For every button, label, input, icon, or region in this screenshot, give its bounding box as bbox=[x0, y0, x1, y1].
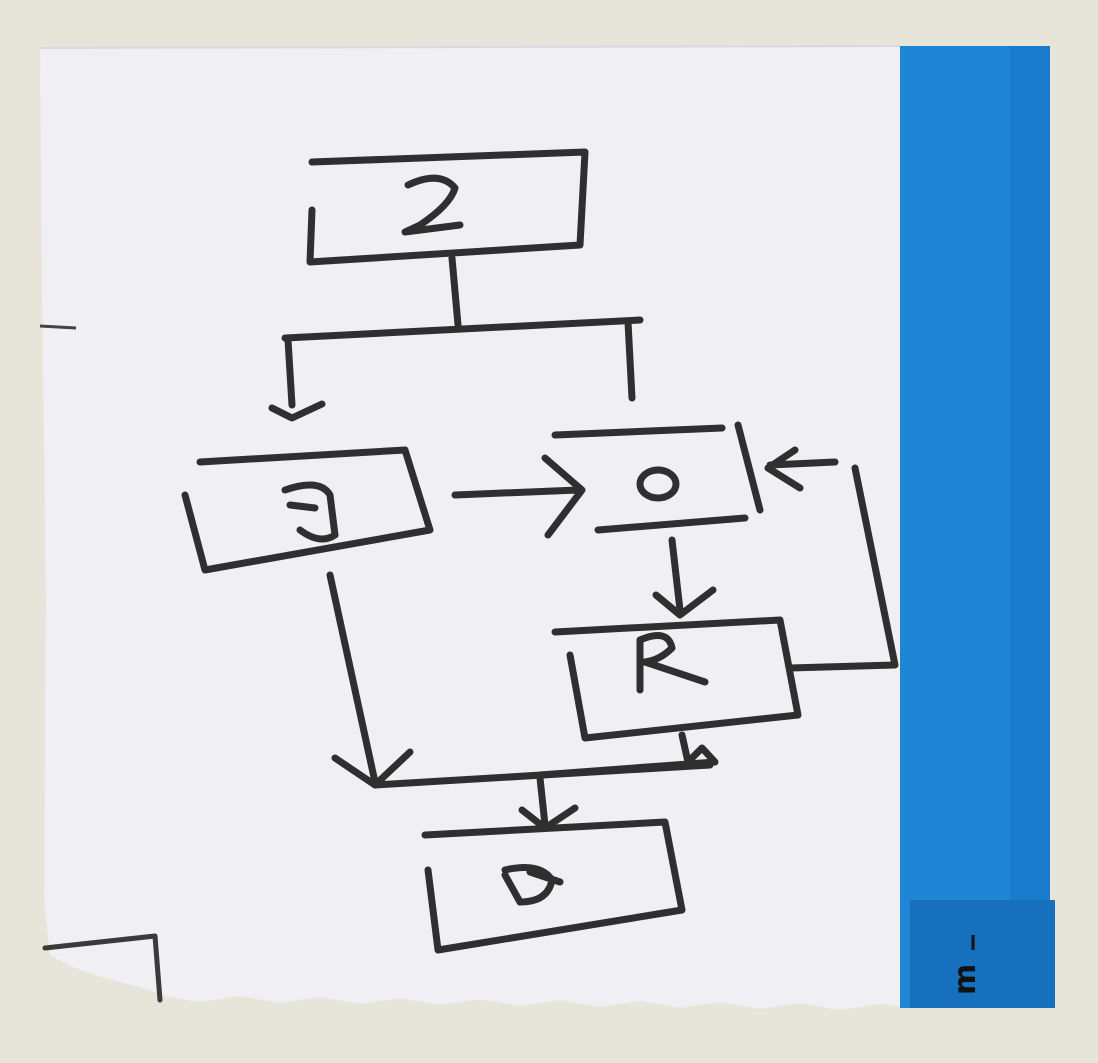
edge-center-to-right bbox=[652, 536, 717, 619]
paper-scrap bbox=[42, 933, 163, 1003]
node-right-box bbox=[551, 616, 802, 742]
node-left-box bbox=[181, 446, 434, 574]
margin-mark bbox=[39, 324, 77, 330]
node-bottom bbox=[421, 818, 686, 954]
node-bottom-glyph bbox=[501, 864, 564, 906]
paper-shadow-edge bbox=[39, 45, 901, 49]
node-center bbox=[551, 421, 764, 534]
edge-left-to-center bbox=[451, 454, 586, 539]
node-center-glyph bbox=[636, 466, 680, 502]
edge-top-split bbox=[281, 254, 644, 402]
node-center-box bbox=[551, 421, 764, 534]
node-right-glyph bbox=[636, 632, 709, 694]
tape-label: m bbox=[948, 964, 983, 995]
node-top-box bbox=[306, 148, 589, 266]
node-right bbox=[551, 616, 802, 742]
edge-merge-bar bbox=[371, 761, 714, 789]
edge-right-to-center bbox=[764, 446, 899, 672]
node-top-glyph bbox=[401, 174, 464, 236]
node-left bbox=[181, 446, 434, 574]
tape-strip-shade bbox=[1010, 46, 1050, 1008]
paper-sheet bbox=[40, 46, 915, 1010]
node-top bbox=[306, 148, 589, 266]
node-left-glyph bbox=[281, 481, 339, 543]
node-bottom-box bbox=[421, 818, 686, 954]
tape-strip-lower bbox=[910, 900, 1055, 1008]
edge-top-to-left bbox=[268, 336, 326, 422]
